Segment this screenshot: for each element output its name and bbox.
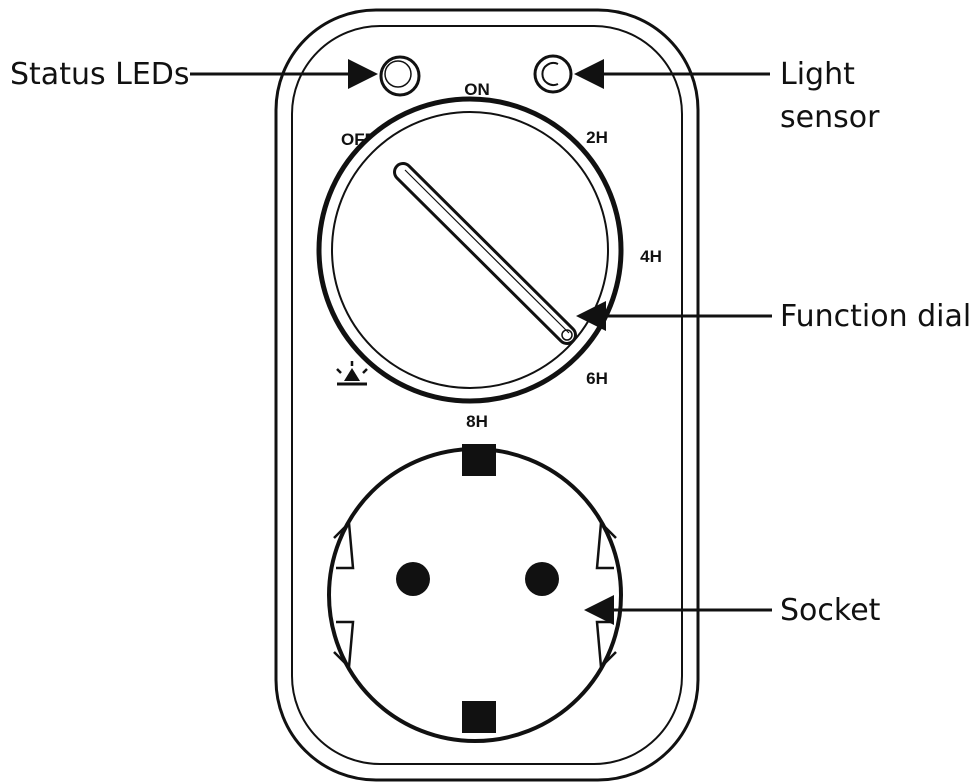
device-housing: [274, 8, 700, 782]
status-led: [379, 55, 421, 97]
dial-knob-indicator[interactable]: [393, 162, 577, 345]
function-dial[interactable]: [316, 96, 624, 404]
light-sensor: [533, 54, 573, 94]
light-sensor-label-line2: sensor: [780, 100, 880, 135]
light-sensor-label-line1: Light: [780, 57, 855, 92]
socket: [327, 444, 623, 743]
function-dial-label: Function dial: [780, 299, 971, 334]
socket-label: Socket: [780, 593, 881, 628]
sunset-icon: [336, 361, 368, 386]
ground-clip-bottom: [462, 701, 496, 733]
pin-hole-right: [525, 562, 559, 596]
ground-clip-top: [462, 444, 496, 476]
pin-hole-left: [396, 562, 430, 596]
dial-mark-8h: 8H: [466, 412, 488, 431]
dial-mark-4h: 4H: [640, 247, 662, 266]
dial-mark-2h: 2H: [586, 128, 608, 147]
dial-mark-on: ON: [464, 80, 490, 99]
status-leds-label: Status LEDs: [10, 57, 190, 92]
dial-mark-6h: 6H: [586, 369, 608, 388]
